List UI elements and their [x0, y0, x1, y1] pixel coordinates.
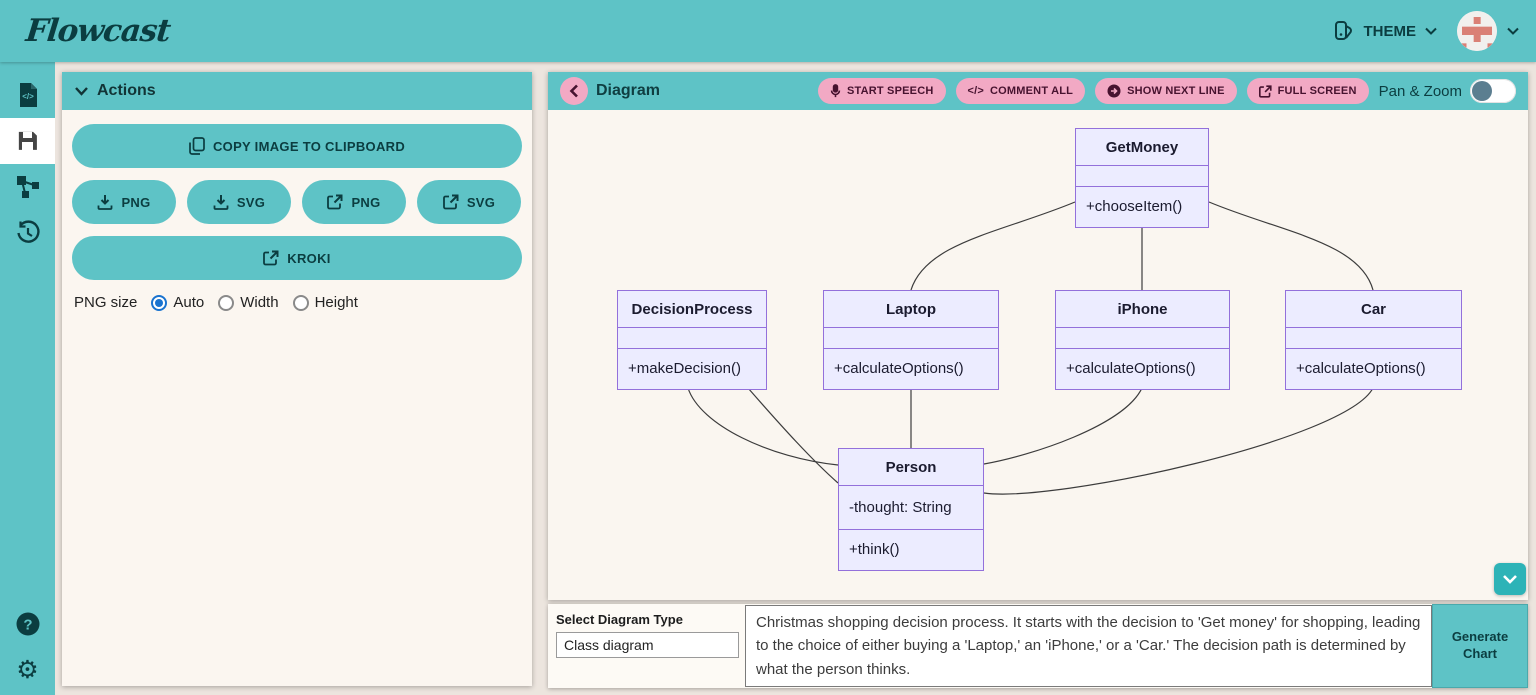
- png-size-auto-radio[interactable]: Auto: [151, 294, 204, 311]
- class-node-person[interactable]: Person -thought: String +think(): [838, 448, 984, 571]
- class-attributes: [1056, 327, 1229, 348]
- diagram-type-label: Select Diagram Type: [556, 612, 739, 627]
- download-icon: [97, 194, 113, 210]
- full-screen-button[interactable]: FULL SCREEN: [1247, 78, 1369, 104]
- download-png-button[interactable]: PNG: [72, 180, 176, 224]
- toggle-knob: [1472, 81, 1492, 101]
- settings-button[interactable]: ⚙: [0, 647, 55, 693]
- class-methods: +think(): [839, 529, 983, 570]
- left-icon-rail: </>: [0, 62, 55, 695]
- class-methods: +calculateOptions(): [824, 348, 998, 389]
- class-attributes: -thought: String: [839, 485, 983, 529]
- radio-unselected-icon: [218, 295, 234, 311]
- history-icon: [15, 220, 41, 246]
- external-link-icon: [263, 250, 279, 266]
- chevron-down-icon: [1502, 574, 1518, 585]
- class-name: Car: [1286, 291, 1461, 327]
- prompt-bar: Select Diagram Type Class diagram Christ…: [548, 604, 1528, 688]
- back-button[interactable]: [560, 77, 588, 105]
- code-file-icon: </>: [16, 82, 40, 108]
- diagram-panel: Diagram START SPEECH </> COMMENT ALL: [548, 72, 1528, 600]
- generate-chart-button[interactable]: Generate Chart: [1432, 604, 1528, 688]
- class-name: GetMoney: [1076, 129, 1208, 165]
- theme-swatches-icon: [1332, 19, 1356, 43]
- help-icon: ?: [15, 611, 41, 637]
- save-icon: [16, 129, 40, 153]
- png-size-radio-group: PNG size Auto Width Height: [72, 294, 522, 311]
- app-logo: Flowcast: [24, 13, 172, 49]
- class-attributes: [1286, 327, 1461, 348]
- class-methods: +chooseItem(): [1076, 186, 1208, 227]
- open-png-button[interactable]: PNG: [302, 180, 406, 224]
- png-size-width-radio[interactable]: Width: [218, 294, 278, 311]
- sidebar-item-history[interactable]: [0, 210, 55, 256]
- top-bar: Flowcast THEME: [0, 0, 1536, 62]
- scroll-down-button[interactable]: [1494, 563, 1526, 595]
- radio-selected-icon: [151, 295, 167, 311]
- external-link-icon: [443, 194, 459, 210]
- diagram-type-select[interactable]: Class diagram: [556, 632, 739, 658]
- pan-zoom-toggle[interactable]: [1470, 79, 1516, 103]
- arrow-circle-icon: [1107, 84, 1121, 98]
- code-icon: </>: [968, 85, 985, 97]
- class-methods: +calculateOptions(): [1286, 348, 1461, 389]
- class-node-decisionprocess[interactable]: DecisionProcess +makeDecision(): [617, 290, 767, 390]
- actions-panel: Actions COPY IMAGE TO CLIPBOARD PNG: [62, 72, 532, 686]
- class-methods: +makeDecision(): [618, 348, 766, 389]
- class-node-car[interactable]: Car +calculateOptions(): [1285, 290, 1462, 390]
- account-chevron-down-icon[interactable]: [1506, 26, 1520, 36]
- radio-unselected-icon: [293, 295, 309, 311]
- sidebar-item-save[interactable]: [0, 118, 55, 164]
- class-node-laptop[interactable]: Laptop +calculateOptions(): [823, 290, 999, 390]
- diagram-canvas[interactable]: GetMoney +chooseItem() DecisionProcess +…: [548, 110, 1528, 600]
- copy-icon: [189, 137, 205, 155]
- help-button[interactable]: ?: [0, 601, 55, 647]
- class-methods: +calculateOptions(): [1056, 348, 1229, 389]
- class-name: Person: [839, 449, 983, 485]
- kroki-button[interactable]: KROKI: [72, 236, 522, 280]
- svg-text:?: ?: [23, 617, 32, 634]
- png-size-label: PNG size: [74, 294, 137, 311]
- copy-image-to-clipboard-button[interactable]: COPY IMAGE TO CLIPBOARD: [72, 124, 522, 168]
- actions-panel-header[interactable]: Actions: [62, 72, 532, 110]
- prompt-textarea[interactable]: Christmas shopping decision process. It …: [745, 605, 1432, 687]
- gear-icon: ⚙: [16, 658, 38, 683]
- external-link-icon: [327, 194, 343, 210]
- class-name: Laptop: [824, 291, 998, 327]
- class-attributes: [824, 327, 998, 348]
- class-attributes: [1076, 165, 1208, 186]
- flow-diagram-icon: [15, 174, 41, 200]
- external-link-icon: [1259, 85, 1272, 98]
- theme-label: THEME: [1364, 23, 1417, 40]
- svg-text:</>: </>: [22, 92, 34, 101]
- comment-all-button[interactable]: </> COMMENT ALL: [956, 78, 1086, 104]
- chevron-left-icon: [569, 84, 579, 98]
- class-node-getmoney[interactable]: GetMoney +chooseItem(): [1075, 128, 1209, 228]
- show-next-line-button[interactable]: SHOW NEXT LINE: [1095, 78, 1237, 104]
- theme-chevron-down-icon: [1424, 26, 1438, 36]
- png-size-height-radio[interactable]: Height: [293, 294, 358, 311]
- diagram-panel-title: Diagram: [596, 82, 660, 100]
- start-speech-button[interactable]: START SPEECH: [818, 78, 946, 104]
- collapse-chevron-down-icon: [74, 86, 89, 96]
- microphone-icon: [830, 84, 841, 98]
- download-icon: [213, 194, 229, 210]
- open-svg-button[interactable]: SVG: [417, 180, 521, 224]
- class-name: DecisionProcess: [618, 291, 766, 327]
- class-node-iphone[interactable]: iPhone +calculateOptions(): [1055, 290, 1230, 390]
- pan-zoom-label: Pan & Zoom: [1379, 83, 1462, 100]
- theme-button[interactable]: THEME: [1332, 19, 1439, 43]
- class-attributes: [618, 327, 766, 348]
- actions-panel-title: Actions: [97, 82, 156, 100]
- user-avatar[interactable]: [1457, 11, 1497, 51]
- download-svg-button[interactable]: SVG: [187, 180, 291, 224]
- sidebar-item-flow[interactable]: [0, 164, 55, 210]
- sidebar-item-code[interactable]: </>: [0, 72, 55, 118]
- diagram-type-value: Class diagram: [564, 637, 653, 653]
- class-name: iPhone: [1056, 291, 1229, 327]
